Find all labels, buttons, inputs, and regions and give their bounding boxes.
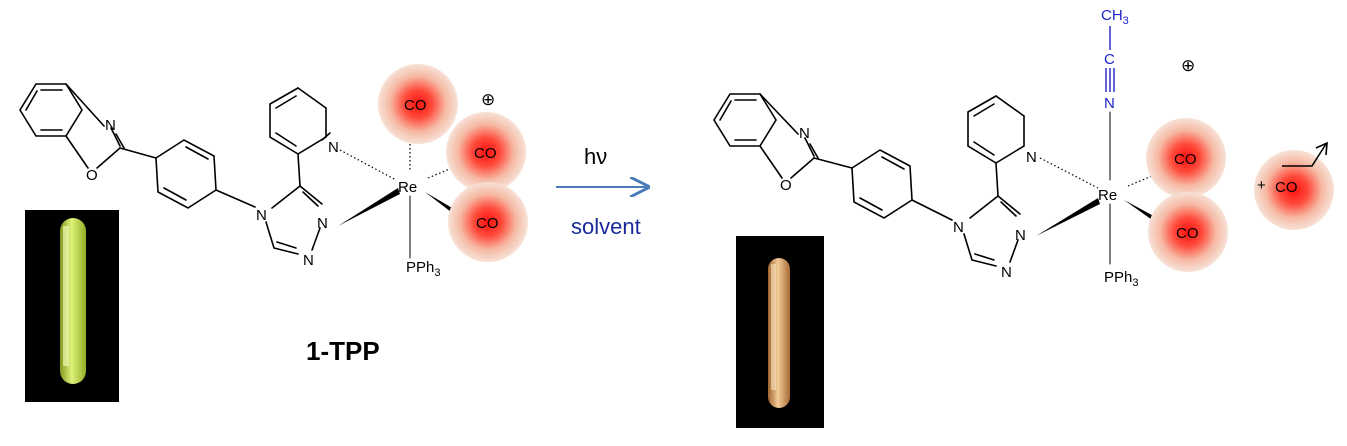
triazole-n2-label-product: N	[1001, 264, 1012, 281]
benzoxazole-ring: N O	[19, 83, 125, 184]
reaction-arrow: hν solvent	[556, 144, 648, 239]
charge-plus-icon: ⊕	[481, 90, 495, 109]
co-label-mid: CO	[474, 145, 497, 162]
condition-solvent: solvent	[571, 214, 641, 239]
pyridine-n-label-product: N	[1026, 149, 1037, 166]
green-emission-tube-photo	[25, 210, 119, 402]
triazole-n4-label-product: N	[953, 219, 964, 236]
triazole-n4-label: N	[256, 207, 267, 224]
reactant-structure: N O N N N N	[19, 64, 528, 366]
benzoxazole-ring-product: N O	[713, 93, 819, 194]
charge-plus-icon-product: ⊕	[1181, 56, 1195, 75]
released-co: + CO	[1254, 141, 1334, 230]
triazole-ring: N N N	[256, 185, 328, 269]
oxazole-o-label: O	[86, 167, 98, 184]
oxazole-o-label-product: O	[780, 177, 792, 194]
rhenium-label-product: Re	[1098, 187, 1117, 204]
co-label-low: CO	[476, 215, 499, 232]
oxazole-n-label: N	[105, 117, 116, 134]
co-glow-released	[1254, 150, 1334, 230]
released-co-label: CO	[1275, 179, 1298, 196]
triazole-n1-label: N	[317, 215, 328, 232]
acetonitrile-ligand: CH3 C N	[1101, 7, 1129, 112]
pyridine-ring-product: N	[967, 95, 1037, 197]
co-label-top: CO	[404, 97, 427, 114]
pyridine-n-label: N	[328, 139, 339, 156]
pyridine-ring: N	[269, 87, 339, 187]
co-label-upper-product: CO	[1174, 151, 1197, 168]
co-glow-lower-product	[1148, 192, 1228, 272]
oxazole-n-label-product: N	[799, 125, 810, 142]
product-structure: N O N N N N	[713, 7, 1334, 289]
acetonitrile-ch3-label: CH3	[1101, 7, 1129, 27]
gas-release-arrow-icon	[1282, 143, 1327, 167]
phosphine-label-product: PPh3	[1104, 269, 1138, 289]
co-glow-mid	[446, 112, 526, 192]
triazole-ring-product: N N N	[953, 195, 1026, 281]
phenylene-ring-product	[813, 149, 953, 221]
co-glow-top	[378, 64, 458, 144]
acetonitrile-c-label: C	[1104, 51, 1115, 68]
orange-emission-tube-photo	[736, 236, 824, 428]
compound-label: 1-TPP	[306, 336, 380, 366]
co-glow-low	[448, 182, 528, 262]
triazole-n1-label-product: N	[1015, 227, 1026, 244]
phenylene-ring	[119, 139, 256, 209]
phosphine-label: PPh3	[406, 259, 440, 279]
co-glow-upper-product	[1146, 118, 1226, 198]
condition-light: hν	[584, 144, 607, 169]
rhenium-label: Re	[398, 179, 417, 196]
released-plus-label: +	[1257, 177, 1266, 194]
co-label-lower-product: CO	[1176, 225, 1199, 242]
triazole-n2-label: N	[303, 252, 314, 269]
acetonitrile-n-label: N	[1104, 95, 1115, 112]
